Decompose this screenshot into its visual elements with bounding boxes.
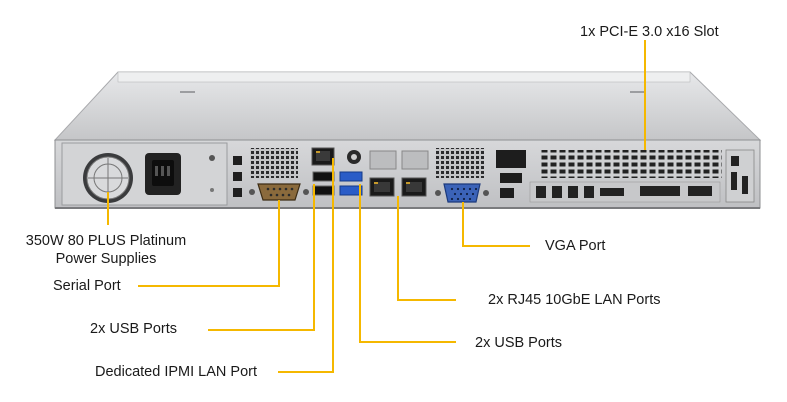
rear-io-brackets (496, 150, 526, 198)
label-psu-line1: 350W 80 PLUS Platinum (25, 233, 187, 249)
label-ipmi-lan-port: Dedicated IPMI LAN Port (95, 364, 257, 380)
callout-usb-left (208, 184, 315, 331)
callout-usb-right (359, 184, 456, 343)
label-usb-ports-right: 2x USB Ports (475, 335, 563, 351)
label-vga-port: VGA Port (545, 238, 606, 254)
label-usb-ports-left: 2x USB Ports (90, 321, 178, 337)
pcie-slot-bracket (529, 149, 755, 203)
power-supply-unit (61, 142, 228, 206)
ipmi-lan-port (311, 147, 335, 166)
vent-grille-right (436, 148, 484, 178)
callout-vga (462, 202, 530, 247)
vent-grille-left (250, 148, 298, 178)
rj45-lan-ports (369, 150, 429, 197)
serial-port (249, 183, 309, 201)
label-rj45-lan-ports: 2x RJ45 10GbE LAN Ports (488, 292, 661, 308)
label-psu-line2: Power Supplies (55, 251, 157, 267)
callout-ipmi (278, 158, 334, 373)
vga-port (435, 183, 489, 203)
label-serial-port: Serial Port (53, 278, 121, 294)
label-power-supplies: 350W 80 PLUS Platinum Power Supplies (6, 232, 206, 268)
callout-rj45 (397, 196, 456, 301)
label-pcie-slot: 1x PCI-E 3.0 x16 Slot (580, 24, 719, 40)
uid-button-icon (347, 150, 361, 164)
callout-lines (107, 40, 646, 373)
indicator-ports (233, 156, 242, 197)
callout-serial (138, 200, 280, 287)
usb-ports-right (339, 171, 363, 196)
